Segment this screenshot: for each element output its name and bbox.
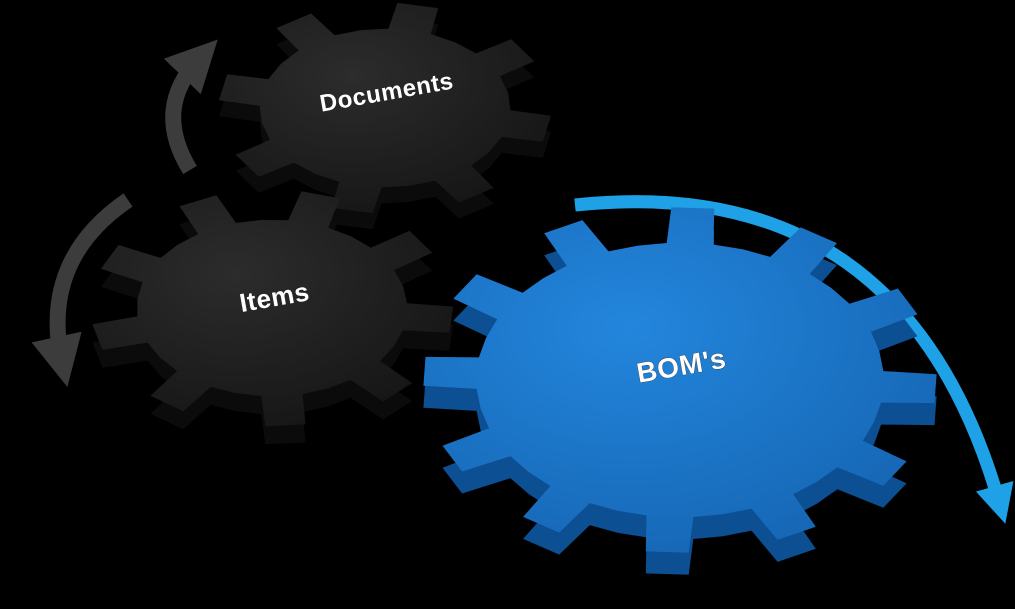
gear-documents-top <box>218 2 552 214</box>
curved-arrow-clockwise-icon <box>574 195 1014 524</box>
gear-items-top <box>92 191 454 427</box>
curved-arrow-up-icon <box>163 39 218 175</box>
gear-items: Items <box>92 191 454 445</box>
curved-arrow-down-icon <box>31 193 133 388</box>
gear-documents: Documents <box>218 2 552 230</box>
gear-boms: BOM's <box>423 207 937 575</box>
gear-boms-top <box>423 207 937 553</box>
